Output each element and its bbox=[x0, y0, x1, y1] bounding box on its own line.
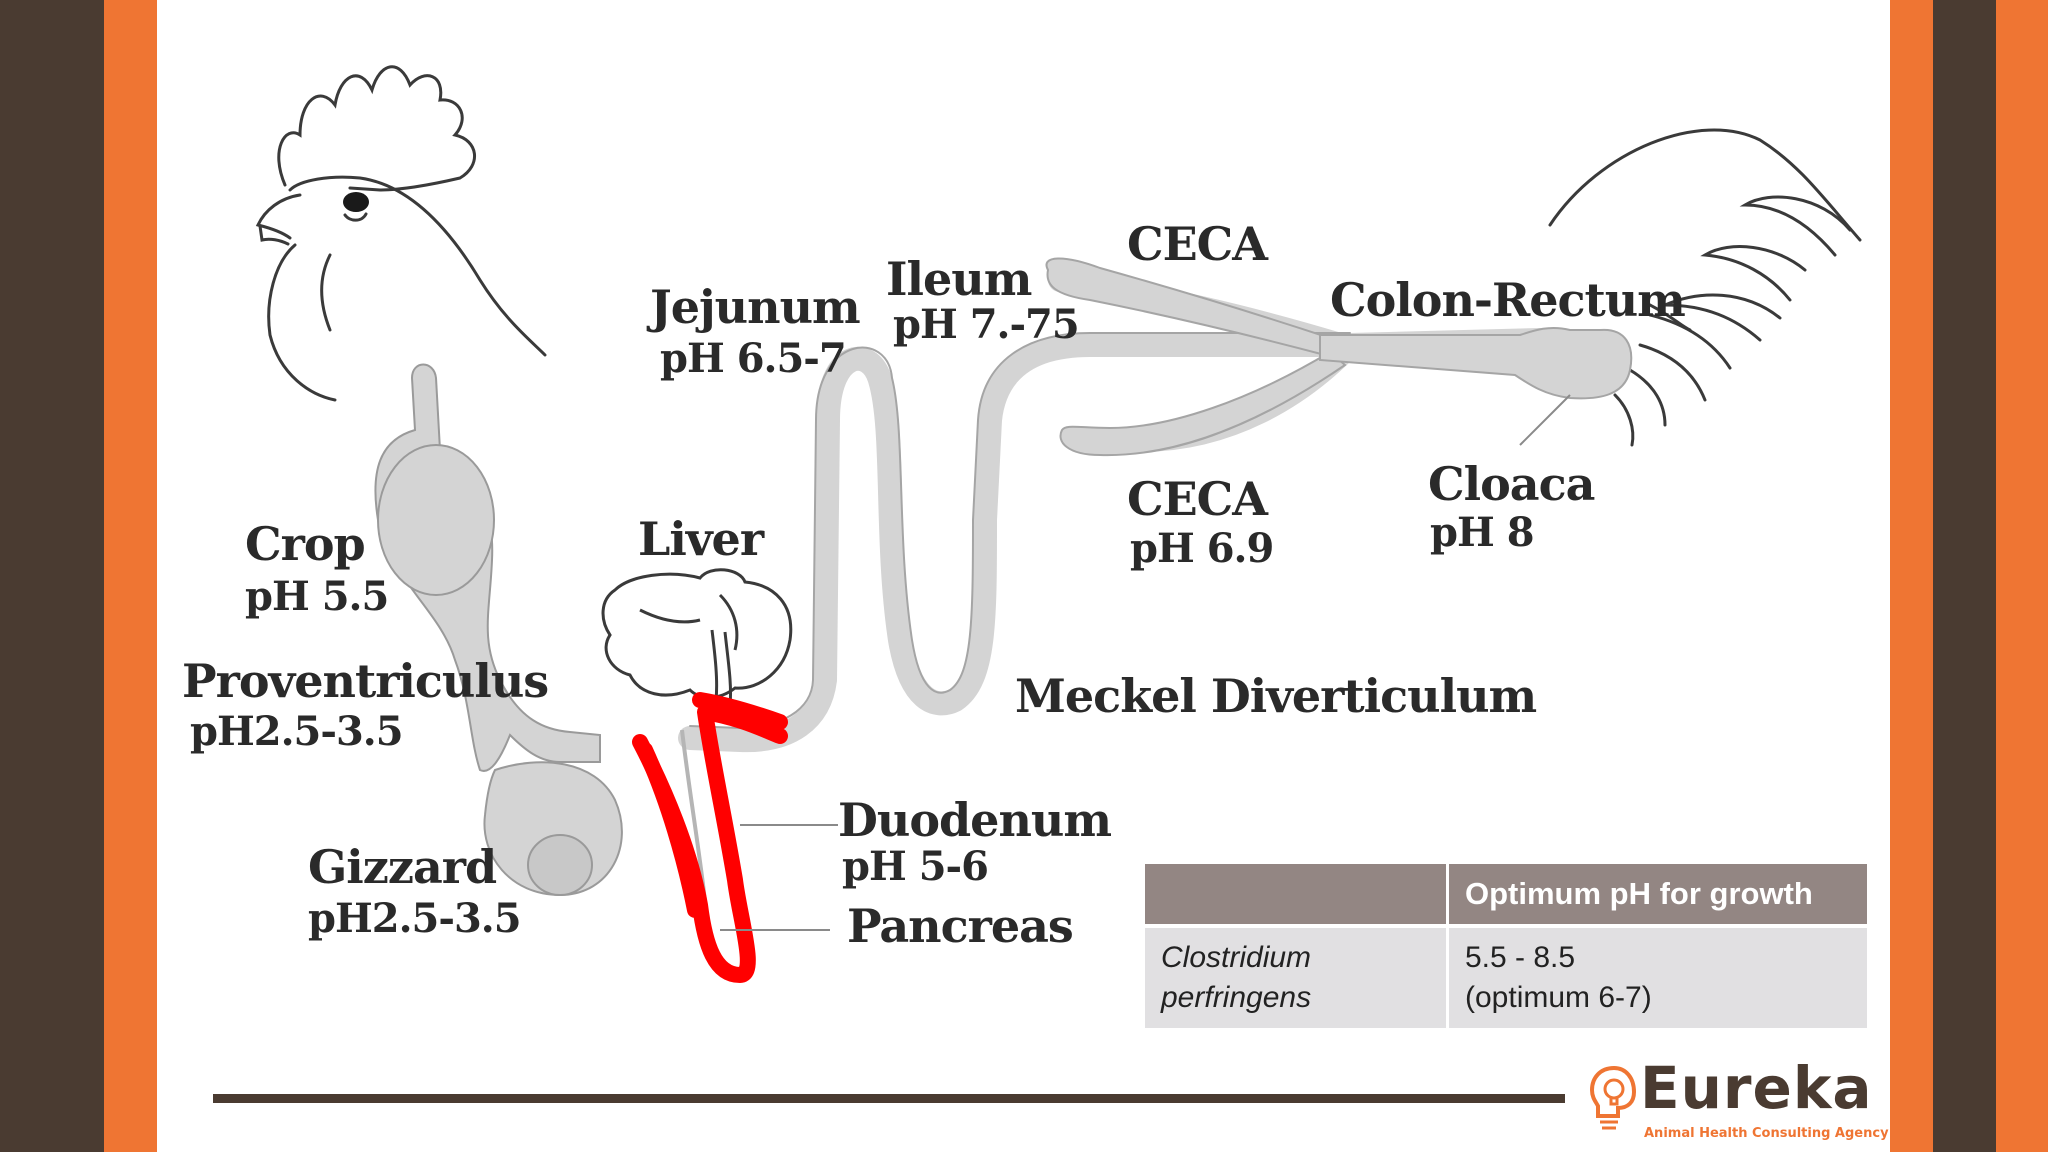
label-proventriculus-ph: pH2.5-3.5 bbox=[190, 708, 403, 755]
right-edge-band bbox=[1996, 0, 2048, 1152]
intestine-loops-outline bbox=[689, 332, 1351, 729]
label-ceca-top: CECA bbox=[1127, 217, 1269, 271]
label-pancreas: Pancreas bbox=[847, 899, 1073, 953]
label-ileum: Ileum bbox=[886, 252, 1032, 306]
label-proventriculus: Proventriculus bbox=[182, 654, 548, 708]
logo-tagline: Animal Health Consulting Agency bbox=[1644, 1126, 1889, 1141]
label-colon-rectum: Colon-Rectum bbox=[1330, 273, 1685, 327]
eureka-logo: Eureka Animal Health Consulting Agency bbox=[1588, 1054, 1889, 1144]
red-highlight-marker bbox=[632, 692, 788, 983]
head-lightbulb-icon bbox=[1589, 1065, 1637, 1130]
label-cloaca: Cloaca bbox=[1428, 457, 1595, 511]
colon-cloaca bbox=[1319, 326, 1633, 400]
table-row: Clostridium perfringens 5.5 - 8.5 (optim… bbox=[1145, 924, 1867, 1028]
label-ceca-ph: pH 6.9 bbox=[1130, 525, 1273, 572]
ph-optimum-value: (optimum 6-7) bbox=[1465, 981, 1652, 1014]
left-outer-band bbox=[0, 0, 104, 1152]
rooster-head bbox=[255, 65, 547, 402]
right-outer-band bbox=[1933, 0, 1996, 1152]
rooster-eye bbox=[343, 192, 369, 212]
table-header-row: Optimum pH for growth bbox=[1145, 864, 1867, 926]
label-jejunum: Jejunum bbox=[646, 280, 860, 334]
label-liver: Liver bbox=[638, 512, 765, 566]
crop-organ bbox=[377, 444, 495, 596]
label-cloaca-ph: pH 8 bbox=[1430, 509, 1534, 556]
digestive-tract bbox=[374, 363, 623, 897]
liver-organ bbox=[601, 568, 793, 706]
table-cell-ph-range: 5.5 - 8.5 (optimum 6-7) bbox=[1447, 924, 1867, 1028]
diagram-labels: Crop pH 5.5 Proventriculus pH2.5-3.5 Giz… bbox=[182, 217, 1686, 953]
label-duodenum-ph: pH 5-6 bbox=[842, 843, 988, 890]
rooster-tail bbox=[1548, 128, 1862, 447]
label-crop: Crop bbox=[245, 517, 365, 571]
right-inner-band bbox=[1890, 0, 1933, 1152]
label-crop-ph: pH 5.5 bbox=[245, 573, 388, 620]
label-gizzard-ph: pH2.5-3.5 bbox=[308, 895, 521, 942]
ph-range-value: 5.5 - 8.5 bbox=[1465, 941, 1576, 974]
table-cell-organism: Clostridium perfringens bbox=[1145, 924, 1449, 1028]
label-jejunum-ph: pH 6.5-7 bbox=[660, 335, 846, 382]
footer-divider bbox=[213, 1094, 1565, 1103]
logo-wordmark: Eureka bbox=[1640, 1054, 1873, 1122]
label-ceca-bottom: CECA bbox=[1127, 472, 1269, 526]
leader-lines bbox=[720, 394, 1571, 931]
ceca-lower bbox=[1059, 350, 1347, 457]
ph-growth-table: Optimum pH for growth Clostridium perfri… bbox=[1145, 864, 1867, 1028]
gizzard-inner bbox=[527, 834, 593, 896]
label-ileum-ph: pH 7.-75 bbox=[893, 301, 1079, 348]
label-duodenum: Duodenum bbox=[838, 793, 1111, 847]
left-inner-band bbox=[104, 0, 157, 1152]
table-header-empty bbox=[1145, 864, 1449, 926]
label-meckel: Meckel Diverticulum bbox=[1015, 669, 1537, 723]
label-gizzard: Gizzard bbox=[308, 840, 497, 894]
organism-species: perfringens bbox=[1161, 981, 1312, 1014]
organism-genus: Clostridium bbox=[1161, 941, 1312, 974]
table-header-optimum-ph: Optimum pH for growth bbox=[1447, 864, 1867, 926]
ceca-organs bbox=[1045, 257, 1633, 457]
